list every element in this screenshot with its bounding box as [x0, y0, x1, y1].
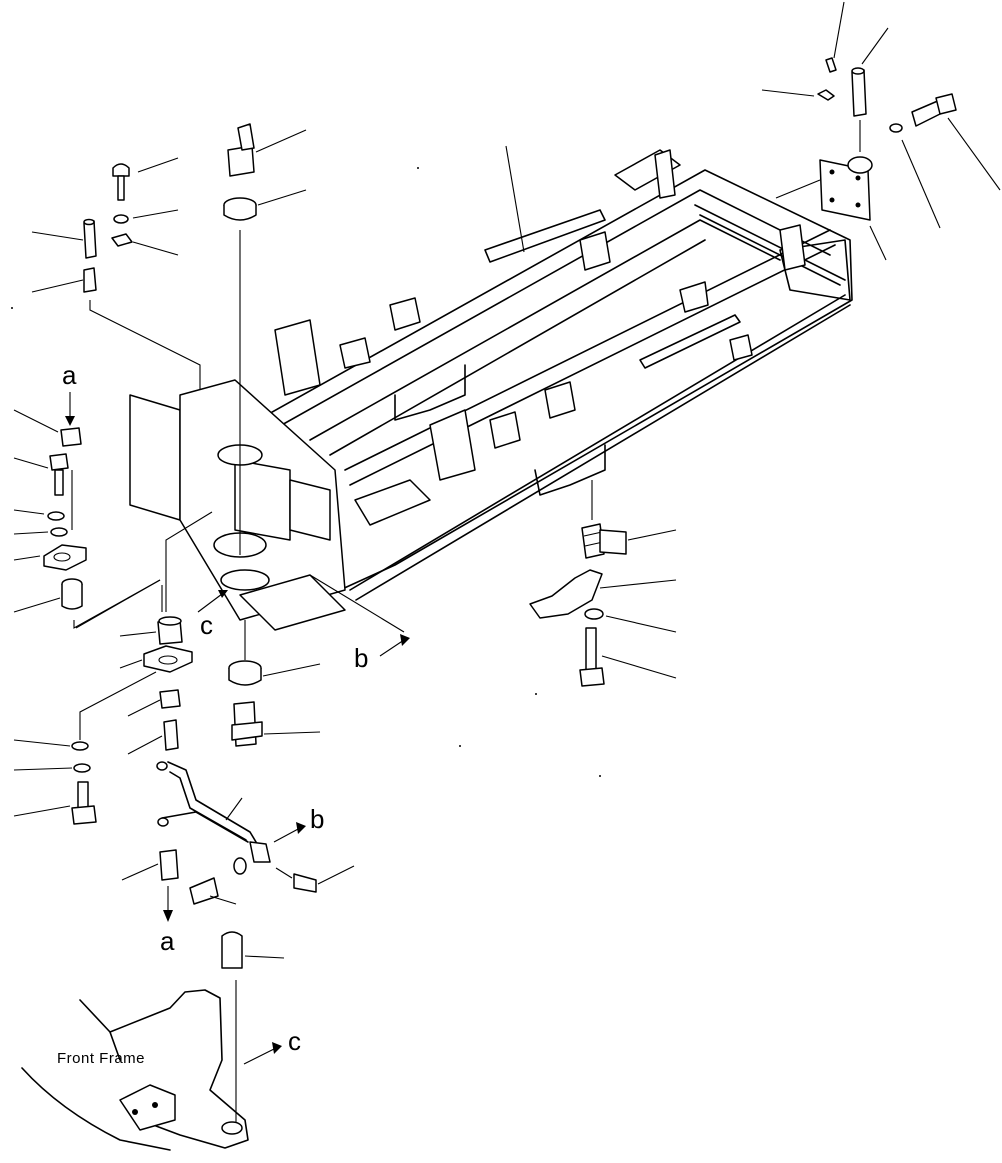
nut [60, 427, 82, 447]
washer [47, 511, 65, 521]
bolt [49, 453, 69, 471]
washer [50, 527, 68, 537]
specks [11, 167, 601, 777]
label-a-top: a [62, 360, 77, 390]
washer [71, 741, 89, 751]
washer [233, 857, 247, 875]
label-b-right: b [354, 643, 368, 673]
washer [584, 608, 604, 620]
left-stack-hardware: a [13, 360, 161, 629]
label-a-bottom: a [160, 926, 175, 956]
washer [889, 123, 903, 133]
grease-fitting [163, 719, 179, 751]
left-lower-hardware [13, 739, 97, 825]
pin [83, 220, 97, 259]
pin [221, 931, 243, 969]
cotter-pin [817, 89, 835, 101]
leader-lines-top-left [31, 129, 307, 293]
connector [293, 873, 317, 893]
nut [159, 689, 181, 709]
hinge-pin [851, 69, 867, 117]
center-lower-hardware: c [79, 590, 321, 755]
rear-frame [129, 149, 873, 631]
front-frame: Front Frame c [21, 989, 301, 1151]
right-bracket-hardware [529, 480, 677, 687]
misc-leaders: b [75, 145, 525, 673]
lock-plate [143, 645, 193, 673]
clamp [529, 569, 603, 619]
label-c-bottom: c [288, 1026, 301, 1056]
grease-fitting [83, 267, 97, 293]
lock-plate [111, 233, 133, 247]
washer [73, 763, 91, 773]
bolt [189, 877, 219, 905]
label-c-left: c [200, 610, 213, 640]
bolt [77, 781, 89, 809]
kingpin-top [227, 145, 255, 177]
pin [825, 57, 837, 73]
bolt [585, 627, 597, 671]
label-front-frame: Front Frame [57, 1050, 145, 1067]
grease-fitting [159, 849, 179, 881]
bolt [112, 163, 130, 177]
top-right-hardware [761, 1, 1001, 261]
top-left-hardware [83, 123, 257, 555]
lock-plate [43, 544, 87, 571]
label-b-middle: b [310, 804, 324, 834]
grease-line: b a [121, 761, 355, 1124]
washer [113, 214, 129, 224]
